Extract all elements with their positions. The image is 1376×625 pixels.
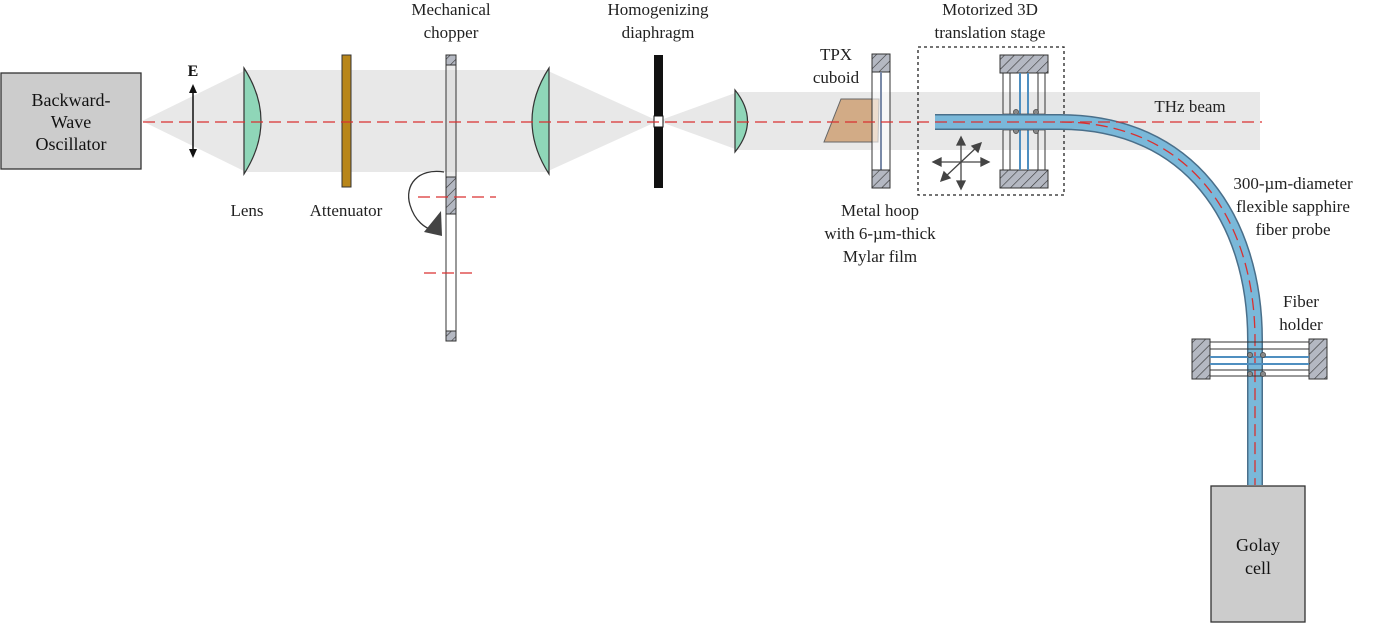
efield-arrow-head-down — [189, 149, 197, 158]
optical-axis-fiber — [1059, 121, 1256, 485]
bwo-label-2: Wave — [51, 112, 92, 132]
stage-label-2: translation stage — [935, 23, 1046, 42]
holder-label-2: holder — [1279, 315, 1323, 334]
diaphragm-label-1: Homogenizing — [607, 0, 709, 19]
lens-3 — [734, 88, 748, 154]
beam-label: THz beam — [1154, 97, 1225, 116]
diaphragm-upper — [654, 55, 663, 116]
lens-label: Lens — [230, 201, 263, 220]
hoop-top-hatch — [871, 53, 891, 73]
attenuator-label: Attenuator — [310, 201, 383, 220]
fiber-label-2: flexible sapphire — [1236, 197, 1350, 216]
stage-top-hatch — [999, 54, 1049, 74]
xyz-arrows-icon — [931, 135, 991, 191]
tpx-label-2: cuboid — [813, 68, 860, 87]
efield-arrow-head-up — [189, 84, 197, 93]
chopper-label-2: chopper — [424, 23, 479, 42]
fiber-probe-outline — [935, 114, 1263, 485]
fiber-label-3: fiber probe — [1255, 220, 1330, 239]
diaphragm-label-2: diaphragm — [622, 23, 695, 42]
holder-screw-3 — [1247, 371, 1253, 377]
chopper-upper-blade — [445, 64, 457, 178]
rotation-arrowhead-icon — [424, 211, 442, 236]
bwo-label-1: Backward- — [32, 90, 111, 110]
stage-screw-1 — [1013, 109, 1019, 115]
rotation-arrow-icon — [408, 170, 445, 231]
beam-envelope-focusing — [546, 70, 658, 172]
chopper-hub-hatch — [445, 176, 457, 215]
golay-label-1: Golay — [1236, 535, 1280, 555]
hoop-label-2: with 6-µm-thick — [824, 224, 936, 243]
chopper-bottom-hatch — [445, 330, 457, 342]
stage-dotted-box — [917, 46, 1065, 196]
holder-screw-4 — [1260, 371, 1266, 377]
beam-envelope-rediverging — [658, 92, 738, 150]
efield-label: E — [188, 63, 199, 80]
bwo-label-3: Oscillator — [36, 134, 107, 154]
golay-cell-box — [1210, 485, 1306, 623]
hoop-bottom-hatch — [871, 169, 891, 189]
bwo-box — [0, 72, 142, 170]
holder-screw-2 — [1260, 352, 1266, 358]
beam-envelope-diverging — [142, 70, 246, 172]
beam-envelope-collimated — [246, 70, 546, 172]
holder-label-1: Fiber — [1283, 292, 1319, 311]
chopper-label-1: Mechanical — [411, 0, 491, 19]
stage-label-1: Motorized 3D — [942, 0, 1038, 19]
fiber-label-1: 300-µm-diameter — [1233, 174, 1353, 193]
tpx-label-1: TPX — [820, 45, 852, 64]
hoop-label-3: Mylar film — [843, 247, 917, 266]
attenuator — [341, 54, 352, 188]
holder-screw-1 — [1247, 352, 1253, 358]
hoop-label-1: Metal hoop — [841, 201, 919, 220]
stage-bottom-hatch — [999, 169, 1049, 189]
diaphragm-lower — [654, 127, 663, 188]
stage-screw-2 — [1033, 109, 1039, 115]
holder-left-hatch — [1191, 338, 1211, 380]
chopper-top-hatch — [445, 54, 457, 66]
lens-1 — [243, 65, 262, 177]
holder-right-hatch — [1308, 338, 1328, 380]
lens-2 — [531, 65, 550, 177]
golay-label-2: cell — [1245, 558, 1271, 578]
